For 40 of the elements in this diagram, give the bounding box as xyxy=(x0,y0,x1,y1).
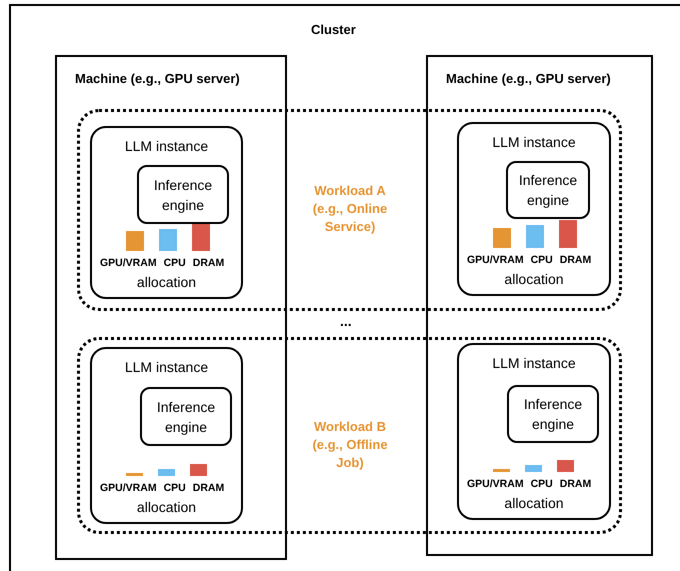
resource-label: GPU/VRAM xyxy=(467,253,524,268)
workload-label: Workload B (e.g., Offline Job) xyxy=(311,418,389,472)
machine-title: Machine (e.g., GPU server) xyxy=(75,70,240,88)
llm-instance-box xyxy=(90,126,243,299)
ellipsis-label: ... xyxy=(340,312,352,331)
inference-engine-box xyxy=(507,385,599,443)
allocation-label: allocation xyxy=(136,498,198,517)
inference-engine-label: Inference engine xyxy=(522,395,584,434)
workload-label: Workload A (e.g., Online Service) xyxy=(312,182,388,236)
llm-instance-box xyxy=(457,343,611,520)
resource-label: GPU/VRAM xyxy=(100,481,157,496)
llm-instance-title: LLM instance xyxy=(491,133,577,152)
inference-engine-label: Inference engine xyxy=(152,176,214,214)
machine-box xyxy=(426,55,653,556)
machine-box xyxy=(55,55,287,560)
llm-instance-title: LLM instance xyxy=(124,137,210,156)
inference-engine-box xyxy=(506,161,590,219)
resource-label: CPU xyxy=(530,253,553,268)
resource-label: CPU xyxy=(530,477,553,492)
inference-engine-label: Inference engine xyxy=(518,171,578,210)
resource-label: GPU/VRAM xyxy=(467,477,524,492)
inference-engine-label: Inference engine xyxy=(156,398,216,436)
machine-title: Machine (e.g., GPU server) xyxy=(446,70,611,88)
resource-label: DRAM xyxy=(560,253,592,268)
inference-engine-box xyxy=(137,165,229,224)
llm-instance-box xyxy=(90,347,243,524)
inference-engine-box xyxy=(140,387,232,446)
resource-label: CPU xyxy=(164,256,186,272)
resource-label: DRAM xyxy=(192,256,224,272)
allocation-label: allocation xyxy=(136,273,198,292)
resource-label: CPU xyxy=(164,481,186,496)
llm-instance-title: LLM instance xyxy=(491,354,577,373)
resource-label: GPU/VRAM xyxy=(100,256,157,272)
llm-instance-box xyxy=(457,122,611,296)
allocation-label: allocation xyxy=(503,270,565,289)
resource-label: DRAM xyxy=(560,477,592,492)
llm-instance-title: LLM instance xyxy=(124,358,210,377)
cluster-title: Cluster xyxy=(311,21,356,39)
allocation-label: allocation xyxy=(503,494,565,513)
resource-label: DRAM xyxy=(192,481,224,496)
